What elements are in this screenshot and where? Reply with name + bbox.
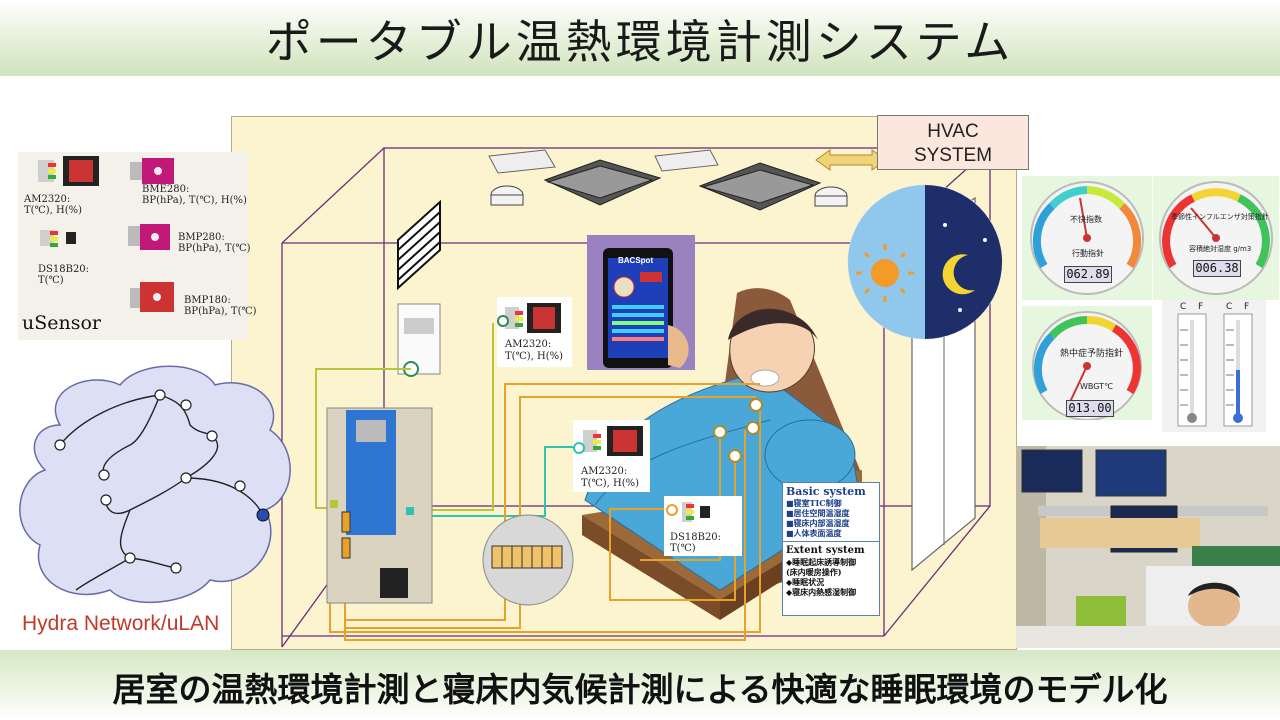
ceiling-hvac-units [543,159,822,211]
legend-extent-item: ◆睡眠起床誘導制御 [786,557,857,567]
legend-basic-item: ■人体表面温度 [786,528,842,538]
usensor-am2320-desc: T(℃), H(%) [24,205,83,216]
legend-extent-title: Extent system [783,541,879,557]
usensor-bmp180-name: BMP180: [184,295,231,306]
influenza-gauge: 季節性インフルエンザ対策指針 容積絶対湿度 g/m3 006.38 [1153,176,1279,300]
footer-caption: 居室の温熱環境計測と寝床内気候計測による快適な睡眠環境のモデル化 [112,670,1168,709]
usensor-ds18b20-desc: T(℃) [38,275,64,286]
usensor-ds18b20-name: DS18B20: [38,264,90,275]
ceiling-lights [488,149,719,174]
heatstroke-gauge: 熱中症予防指針 WBGT℃ 013.00 [1022,306,1152,421]
page-title: ポータブル温熱環境計測システム [265,15,1015,69]
thermo-unit-f: F [1198,302,1204,312]
legend-basic-item: ■居住空間温湿度 [786,508,850,518]
legend-basic-item: ■寝室TIC制御 [786,498,842,508]
phone-panel [587,235,695,370]
usensor-panel: AM2320: T(℃), H(%) BME280: BP(hPa), T(℃)… [18,152,257,340]
hvac-line1: HVAC [927,121,979,142]
gauge-2-readout: 006.38 [1193,260,1241,277]
legend-basic-title: Basic system [786,485,866,498]
room-sensor-card-1: AM2320: T(℃), H(%) [497,297,572,367]
ds18b20-sensor-icon [666,502,710,522]
sensor-nodes [713,398,763,463]
footer-bar [0,650,1280,720]
room-sensor-3-desc: T(℃) [670,543,696,554]
gauge-3-title: 熱中症予防指針 [1060,349,1124,359]
vent-icon [397,199,441,291]
title-bar [0,0,1280,76]
thermometer-icon [1177,313,1253,427]
setup-photo-image [1016,446,1280,648]
usensor-bme280-desc: BP(hPa), T(℃), H(%) [142,195,247,206]
setup-photo [1016,446,1280,648]
gauge-2-subtitle: 容積絶対湿度 g/m3 [1189,245,1252,253]
ceiling-sensors [490,185,848,207]
terminal-board [482,514,574,606]
gauge-3-subtitle: WBGT℃ [1080,382,1114,391]
controller-board [326,407,433,604]
hvac-system-box: HVAC SYSTEM [877,115,1029,170]
legend-basic-item: ■寝床内部温湿度 [786,518,850,528]
gauge-dial-icon [1159,181,1273,295]
discomfort-gauge: 不快指数 行動指針 062.89 [1022,176,1152,300]
gauge-1-readout: 062.89 [1064,266,1112,283]
thermo-unit-c2: C [1226,302,1233,312]
hydra-network-cloud [19,365,291,603]
usensor-bmp180-desc: BP(hPa), T(℃) [184,306,257,317]
hvac-line2: SYSTEM [913,145,993,166]
thermometer-panel: C F C F [1162,300,1266,432]
room-sensor-2-name: AM2320: [581,466,628,477]
usensor-bme280-name: BME280: [142,184,190,195]
thermo-unit-c: C [1180,302,1187,312]
phone-app-name: BACSpot [618,256,654,265]
am2320-sensor-icon [573,426,643,456]
system-legend: Basic system ■寝室TIC制御 ■居住空間温湿度 ■寝床内部温湿度 … [782,482,880,616]
bme280-icon [130,158,174,184]
bmp280-icon [128,224,170,250]
thermo-unit-f2: F [1244,302,1250,312]
room-sensor-card-2: AM2320: T(℃), H(%) [573,420,650,492]
bmp180-icon [130,282,174,312]
wall-thermostat [397,303,441,377]
gauge-dial-icon [1030,181,1144,295]
gauge-1-subtitle: 行動指針 [1072,249,1104,258]
room-sensor-2-desc: T(℃), H(%) [581,478,640,489]
am2320-sensor-icon [497,303,561,333]
usensor-bmp280-desc: BP(hPa), T(℃) [178,243,251,254]
day-night-icon [847,184,1003,340]
room-sensor-1-name: AM2320: [505,339,552,350]
room-sensor-1-desc: T(℃), H(%) [505,351,564,362]
usensor-bmp280-name: BMP280: [178,232,225,243]
am2320-icon [38,156,99,186]
hvac-arrow [815,149,887,171]
room-sensor-3-name: DS18B20: [670,532,722,543]
legend-extent-item: (床内暖房操作) [786,567,842,577]
ds18b20-icon [40,230,76,247]
room-sensor-card-3: DS18B20: T(℃) [664,496,742,556]
legend-extent-item: ◆睡眠状況 [786,577,825,587]
gauge-2-title: 季節性インフルエンザ対策指針 [1171,213,1269,221]
usensor-am2320-name: AM2320: [24,194,71,205]
legend-extent-item: ◆寝床内熱感湿制御 [786,587,857,597]
usensor-modules [38,156,174,312]
gauge-1-title: 不快指数 [1070,215,1102,224]
hydra-network-label: Hydra Network/uLAN [22,612,220,635]
usensor-label: uSensor [22,312,102,334]
gauge-3-readout: 013.00 [1066,400,1114,417]
